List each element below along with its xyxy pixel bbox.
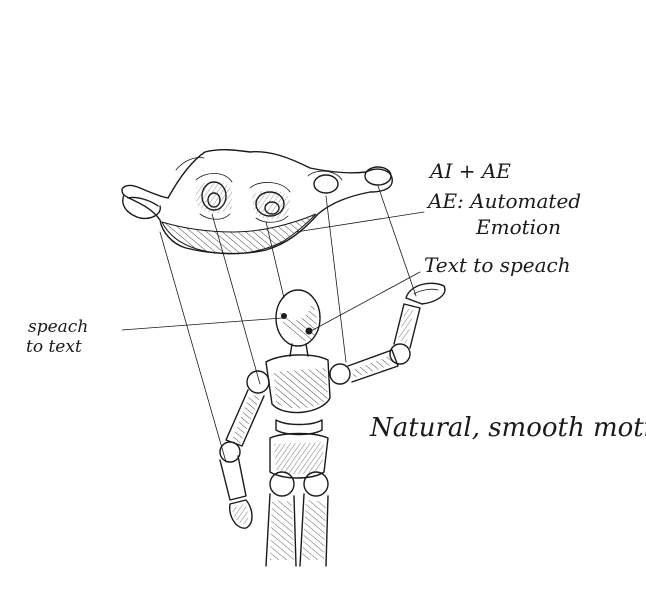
natural-motion-label: Natural, smooth motion xyxy=(369,413,646,443)
wooden-mannequin xyxy=(219,282,446,567)
puppeteer-hand xyxy=(121,149,393,255)
annotation-leaders xyxy=(121,211,425,332)
ae-label-line1: AE: Automated xyxy=(426,189,581,213)
speech-to-text-label-line1: speach xyxy=(28,317,88,337)
ai-ae-label: AI + AE xyxy=(428,159,511,183)
speech-to-text-label-line2: to text xyxy=(26,337,82,357)
text-to-speech-label: Text to speach xyxy=(424,253,571,277)
ae-label-line2: Emotion xyxy=(475,215,561,239)
